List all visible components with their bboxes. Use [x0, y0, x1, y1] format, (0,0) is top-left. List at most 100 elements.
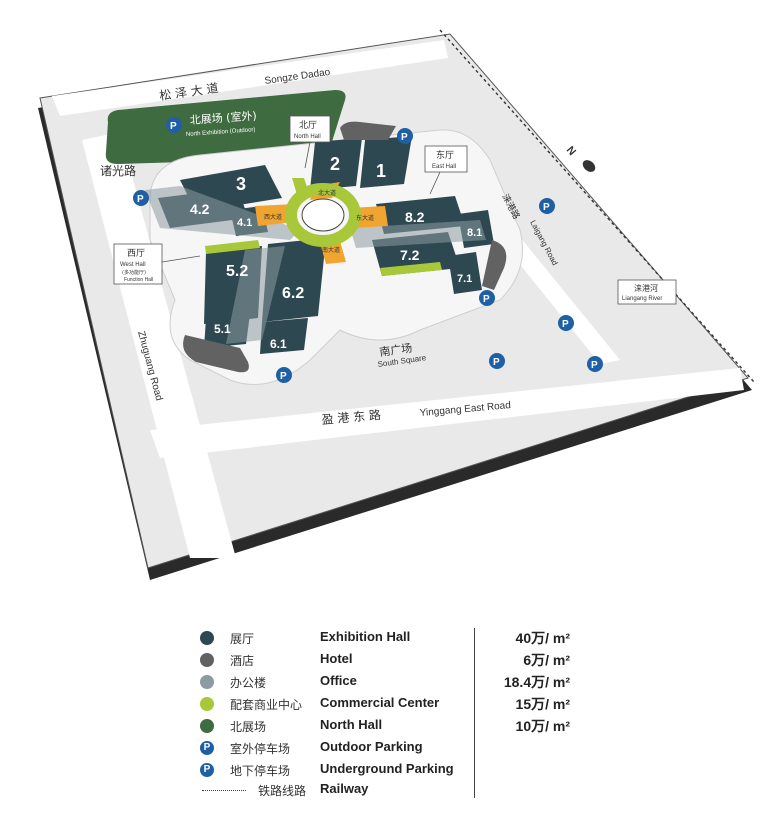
site-map: 3 4.2 4.1 2 1 8.2 8.1 7.2 7.1 5.2 5.1 6.… — [38, 29, 755, 580]
north-exhibition-label-cn: 北展场 (室外) — [189, 108, 257, 127]
parking-p-icon: P — [543, 202, 550, 213]
legend-label-en: Hotel — [320, 651, 353, 666]
hall-label-4-2: 4.2 — [190, 201, 210, 217]
compass: N — [564, 144, 596, 172]
legend-row-commercial: 配套商业中心 Commercial Center 15万/ m² — [200, 694, 570, 714]
hotel-north — [340, 121, 396, 140]
legend-label-en: North Hall — [320, 717, 383, 732]
railway-line — [439, 29, 755, 383]
hall-label-6-1: 6.1 — [270, 337, 287, 351]
north-exhibition-area — [105, 90, 346, 164]
parking-outdoor-southeast-2[interactable]: P — [587, 356, 603, 372]
hall-7-1[interactable] — [448, 252, 482, 294]
legend-label-en: Office — [320, 673, 357, 688]
parking-underground-south[interactable]: P — [276, 367, 292, 383]
parking-p-icon: P — [493, 357, 500, 368]
legend-row-exhibition-hall: 展厅 Exhibition Hall 40万/ m² — [200, 628, 570, 648]
parking-outdoor-south[interactable]: P — [489, 353, 505, 369]
office-swatch-icon — [200, 675, 214, 689]
hall-label-6-2: 6.2 — [282, 285, 304, 302]
road-label-west-cn-text: 诸光路 — [100, 163, 136, 178]
legend-row-north-hall: 北展场 North Hall 10万/ m² — [200, 716, 570, 736]
hall-label-8-1: 8.1 — [467, 227, 482, 239]
commercial-southwest — [205, 240, 260, 254]
parking-p-icon: P — [483, 294, 490, 305]
north-exhibition-label-en: North Exhibition (Outdoor) — [186, 127, 256, 138]
callout-west-hall-line — [161, 255, 201, 263]
central-ring — [285, 183, 361, 247]
east-hall-label-en: East Hall — [432, 164, 456, 170]
callout-east-hall-box — [424, 145, 468, 173]
parking-outdoor-north[interactable]: P — [166, 117, 182, 133]
legend-label-cn: 办公楼 — [230, 676, 267, 690]
north-hall-label-cn: 北厅 — [299, 120, 317, 131]
hall-label-5-1: 5.1 — [214, 322, 231, 336]
hall-2[interactable] — [310, 138, 362, 190]
callout-west-hall-box — [113, 243, 163, 285]
parking-outdoor-southeast-1[interactable]: P — [558, 315, 574, 331]
legend-label-cn: 地下停车场 — [230, 764, 291, 778]
hall-labels: 3 4.2 4.1 2 1 8.2 8.1 7.2 7.1 5.2 5.1 6.… — [190, 154, 482, 351]
office-south — [226, 246, 285, 344]
legend-label-en: Underground Parking — [320, 761, 454, 776]
callout-east-hall[interactable]: 东厅 East Hall — [424, 145, 468, 195]
parking-p-icon: P — [137, 194, 144, 205]
legend-label-en: Exhibition Hall — [320, 629, 411, 644]
hall-label-1: 1 — [376, 161, 386, 181]
legend-row-underground-parking: P 地下停车场 Underground Parking — [200, 760, 570, 780]
parking-markers: P P P P P P P P P — [133, 117, 603, 383]
west-hall-label-en: West Hall — [120, 262, 146, 268]
parking-p-icon: P — [591, 360, 598, 371]
exhibition-hall-swatch-icon — [200, 631, 214, 645]
north-hall-swatch-icon — [200, 719, 214, 733]
corridor-label-south: 南大道 — [322, 246, 340, 254]
legend-row-hotel: 酒店 Hotel 6万/ m² — [200, 650, 570, 670]
callout-river[interactable]: 涞港河 Liangang River — [617, 279, 677, 305]
callout-north-hall[interactable]: 北厅 North Hall — [289, 115, 331, 169]
west-hall-label-cn: 西厅 — [127, 248, 145, 259]
legend-value: 18.4万/ m² — [503, 674, 570, 690]
corridor-label-east: 东大道 — [356, 214, 374, 222]
parking-p-icon: P — [401, 132, 408, 143]
callout-west-hall[interactable]: 西厅 West Hall (多功能厅) Function Hall — [113, 243, 201, 285]
hall-label-7-1: 7.1 — [457, 273, 472, 285]
callout-river-box — [617, 279, 677, 305]
corridor-label-west: 西大道 — [264, 213, 282, 221]
legend: 展厅 Exhibition Hall 40万/ m² 酒店 Hotel 6万/ … — [200, 628, 580, 803]
callout-north-hall-box — [289, 115, 331, 143]
hall-1[interactable] — [360, 136, 412, 188]
site-map-svg: 3 4.2 4.1 2 1 8.2 8.1 7.2 7.1 5.2 5.1 6.… — [38, 29, 755, 580]
road-label-south-cn: 盈 港 东 路 — [321, 407, 382, 427]
legend-value: 6万/ m² — [523, 652, 570, 668]
legend-row-outdoor-parking: P 室外停车场 Outdoor Parking — [200, 738, 570, 758]
legend-label-en: Commercial Center — [320, 695, 440, 710]
legend-label-cn: 展厅 — [230, 632, 255, 646]
legend-row-railway: 铁路线路 Railway — [200, 780, 570, 800]
callout-north-hall-line — [304, 141, 311, 169]
parking-underground-east[interactable]: P — [479, 290, 495, 306]
parking-underground-northeast[interactable]: P — [397, 128, 413, 144]
legend-label-en: Outdoor Parking — [320, 739, 423, 754]
legend-label-cn: 配套商业中心 — [230, 698, 303, 712]
hall-label-3: 3 — [236, 174, 246, 194]
south-square-label-cn: 南广场 — [378, 341, 413, 359]
legend-divider — [474, 628, 475, 798]
commercial-southeast — [380, 262, 442, 276]
hall-6-1[interactable] — [260, 318, 308, 354]
hotel-east — [482, 240, 507, 290]
parking-underground-west[interactable]: P — [133, 190, 149, 206]
parking-outdoor-east[interactable]: P — [539, 198, 555, 214]
legend-row-office: 办公楼 Office 18.4万/ m² — [200, 672, 570, 692]
hall-label-2: 2 — [330, 154, 340, 174]
hotel-south — [183, 335, 249, 373]
corridor-label-north: 北大道 — [318, 189, 336, 197]
parking-p-icon: P — [562, 319, 569, 330]
legend-value: 40万/ m² — [515, 630, 570, 646]
hall-label-5-2: 5.2 — [226, 263, 248, 280]
parking-p-icon: P — [280, 371, 287, 382]
hall-label-7-2: 7.2 — [400, 247, 420, 263]
east-hall-label-cn: 东厅 — [436, 149, 454, 161]
hall-label-8-2: 8.2 — [405, 209, 425, 225]
legend-value: 15万/ m² — [515, 696, 570, 712]
road-north — [52, 40, 448, 116]
